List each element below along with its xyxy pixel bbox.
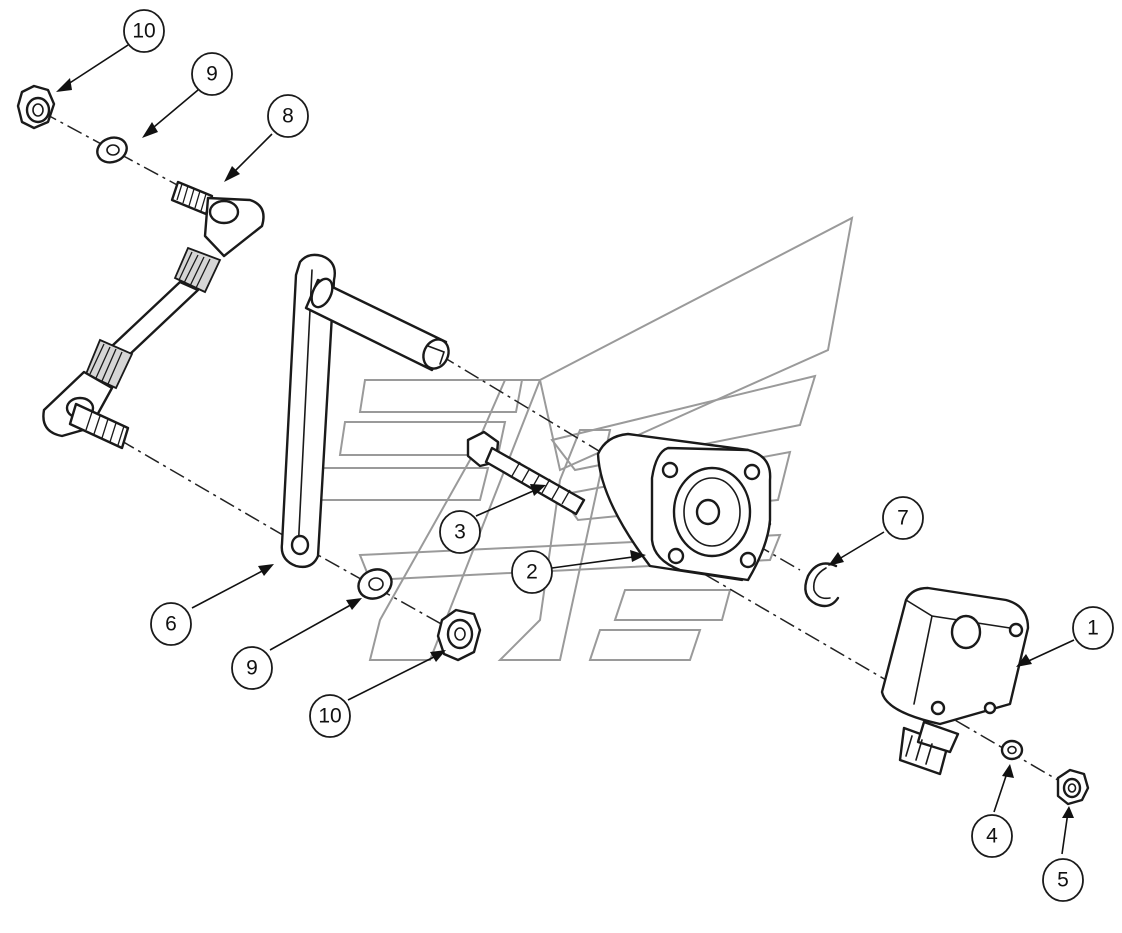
lever-arm-6 [280, 253, 450, 569]
callout-label: 10 [132, 20, 155, 43]
callout-label: 8 [282, 105, 294, 128]
callout-9-top: 9 [191, 52, 233, 96]
callout-1: 1 [1072, 606, 1114, 650]
flange-bracket-2 [596, 432, 772, 582]
switch-housing-1 [880, 586, 1030, 776]
callout-3: 3 [439, 510, 481, 554]
nut-10-top [16, 84, 56, 130]
callout-10-top: 10 [123, 9, 165, 53]
callout-9-lower: 9 [231, 646, 273, 690]
callout-label: 3 [454, 521, 466, 544]
callout-label: 9 [246, 657, 258, 680]
callout-label: 5 [1057, 869, 1069, 892]
callout-label: 1 [1087, 617, 1099, 640]
e-clip-7 [804, 562, 840, 608]
callout-label: 2 [526, 561, 538, 584]
watermark-logo [314, 216, 854, 661]
nut-10-lower [436, 608, 482, 662]
callout-4: 4 [971, 814, 1013, 858]
washer-9-lower [357, 568, 393, 600]
callout-label: 6 [165, 613, 177, 636]
callout-label: 10 [318, 705, 341, 728]
washer-4 [1000, 739, 1024, 761]
callout-8: 8 [267, 94, 309, 138]
callout-7: 7 [882, 496, 924, 540]
callout-5: 5 [1042, 858, 1084, 902]
callout-label: 4 [986, 825, 998, 848]
callout-10-lower: 10 [309, 694, 351, 738]
leader-lines [56, 44, 1075, 855]
bolt-3 [466, 430, 586, 516]
link-rod-8 [42, 180, 265, 450]
nut-5 [1056, 768, 1090, 806]
callout-label: 7 [897, 507, 909, 530]
callout-label: 9 [206, 63, 218, 86]
washer-9-top [96, 136, 128, 164]
callout-2: 2 [511, 550, 553, 594]
callout-6: 6 [150, 602, 192, 646]
